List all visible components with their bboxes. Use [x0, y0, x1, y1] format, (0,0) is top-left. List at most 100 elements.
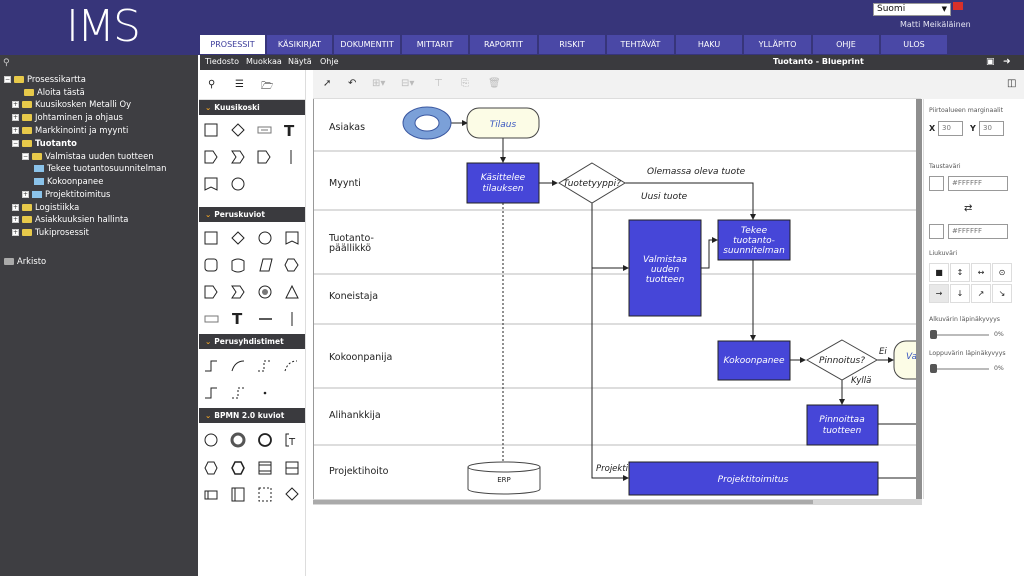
chevron-shape-icon — [204, 150, 218, 164]
start-opacity-knob[interactable] — [930, 330, 937, 339]
section-peruskuviot[interactable]: ⌄Peruskuviot — [199, 207, 305, 222]
save-icon[interactable]: ▣ — [986, 57, 995, 67]
expand-icon[interactable]: + — [12, 114, 19, 121]
tree-item-asiakkuuksien[interactable]: +Asiakkuuksien hallinta — [12, 213, 128, 225]
gradient-solid-icon[interactable]: ■ — [929, 263, 949, 282]
circle-shape-icon — [231, 177, 245, 191]
collapse-icon[interactable]: − — [4, 76, 11, 83]
diagram-canvas[interactable]: Asiakas Myynti Tuotanto-päällikkö Koneis… — [313, 99, 916, 499]
collapse-icon[interactable]: − — [22, 153, 29, 160]
format-paint-icon[interactable]: ⊤ — [434, 78, 443, 89]
tab-riskit[interactable]: RISKIT — [539, 35, 605, 54]
node-pinnoitus-label: Pinnoitus? — [819, 356, 865, 366]
collapse-icon[interactable]: − — [12, 140, 19, 147]
node-tekee — [717, 219, 791, 261]
tab-haku[interactable]: HAKU — [676, 35, 742, 54]
gradient-down-icon[interactable]: ↓ — [950, 284, 970, 303]
margin-x-input[interactable]: 30 — [938, 121, 963, 136]
tree-item-tuotanto[interactable]: −Tuotanto — [12, 137, 77, 149]
tree-item-arkisto[interactable]: Arkisto — [4, 255, 46, 267]
expand-icon[interactable]: + — [12, 216, 19, 223]
copy-icon[interactable]: ⎘ — [461, 78, 469, 89]
align-icon[interactable]: ⊞▾ — [372, 78, 386, 89]
pointer-icon[interactable]: ➚ — [323, 78, 332, 89]
tab-raportit[interactable]: RAPORTIT — [470, 35, 537, 54]
tab-prosessit[interactable]: PROSESSIT — [200, 35, 265, 54]
tree-item-logistiikka[interactable]: +Logistiikka — [12, 201, 79, 213]
gradient-up-right-icon[interactable]: ↗ — [971, 284, 991, 303]
connector-dashed-curve-icon — [284, 360, 298, 372]
folder-open-icon[interactable]: 🗁 — [261, 81, 274, 92]
tree-item-tekee[interactable]: Tekee tuotantosuunnitelman — [34, 162, 167, 174]
waypoint-icon — [263, 391, 267, 395]
gradient-horizontal-icon[interactable]: ↔ — [971, 263, 991, 282]
search-icon[interactable]: ⚲ — [208, 79, 216, 90]
tab-ulos[interactable]: ULOS — [881, 35, 947, 54]
tab-ohje[interactable]: OHJE — [813, 35, 879, 54]
start-event-icon — [204, 433, 218, 447]
tree-item-aloita-tasta[interactable]: Aloita tästä — [24, 86, 85, 98]
menu-tiedosto[interactable]: Tiedosto — [205, 57, 239, 66]
tree-item-tukiprosessit[interactable]: +Tukiprosessit — [12, 226, 89, 238]
delete-icon[interactable]: 🗑 — [488, 78, 501, 89]
panel-toggle-icon[interactable]: ◫ — [1007, 78, 1017, 89]
section-label: Peruskuviot — [214, 210, 265, 219]
gradient-radial-icon[interactable]: ⊙ — [992, 263, 1012, 282]
gradient-vertical-icon[interactable]: ↕ — [950, 263, 970, 282]
connector-icons — [205, 360, 298, 399]
tree-item-kokoonpanee[interactable]: Kokoonpanee — [34, 175, 103, 187]
section-perusyhdistimet[interactable]: ⌄Perusyhdistimet — [199, 334, 305, 349]
canvas-vertical-scrollbar[interactable] — [916, 99, 922, 499]
distribute-icon[interactable]: ⊟▾ — [401, 78, 415, 89]
tree-item-label: Johtaminen ja ohjaus — [35, 112, 123, 122]
expand-icon[interactable]: + — [22, 191, 29, 198]
bg-color-input[interactable]: #FFFFFF — [948, 176, 1008, 191]
section-kuusikoski[interactable]: ⌄Kuusikoski — [199, 100, 305, 115]
undo-icon[interactable]: ↶ — [348, 78, 357, 89]
list-icon[interactable]: ☰ — [235, 79, 244, 90]
radio-shape-icon — [258, 285, 272, 299]
expand-icon[interactable]: + — [12, 127, 19, 134]
expand-icon[interactable]: + — [12, 101, 19, 108]
menu-ohje[interactable]: Ohje — [320, 57, 339, 66]
canvas-horizontal-scroll-thumb[interactable] — [313, 500, 813, 504]
tree-item-kuusikosken[interactable]: +Kuusikosken Metalli Oy — [12, 98, 131, 110]
tree-item-prosessikartta[interactable]: −Prosessikartta — [4, 73, 86, 85]
expand-icon[interactable]: + — [12, 204, 19, 211]
margin-y-input[interactable]: 30 — [979, 121, 1004, 136]
document-shape-icon — [285, 231, 299, 245]
menu-muokkaa[interactable]: Muokkaa — [246, 57, 282, 66]
tab-mittarit[interactable]: MITTARIT — [402, 35, 468, 54]
tab-yllapito[interactable]: YLLÄPITO — [744, 35, 811, 54]
tab-dokumentit[interactable]: DOKUMENTIT — [334, 35, 400, 54]
exit-icon[interactable]: ➜ — [1003, 57, 1011, 67]
blueprint-diagram[interactable]: Asiakas Myynti Tuotanto-päällikkö Koneis… — [314, 99, 916, 499]
bg-color-swatch[interactable] — [929, 176, 944, 191]
binoculars-icon[interactable]: ⚲ — [3, 58, 10, 68]
flag-icon[interactable] — [953, 2, 963, 10]
tree-item-label: Arkisto — [17, 256, 47, 266]
tree-item-johtaminen[interactable]: + Johtaminen ja ohjaus — [12, 111, 123, 123]
edge-valmistaa-tekee — [701, 237, 718, 269]
tree-item-projektitoimitus[interactable]: +Projektitoimitus — [22, 188, 110, 200]
bg-color2-input[interactable]: #FFFFFF — [948, 224, 1008, 239]
language-select[interactable]: Suomi ▼ — [873, 3, 951, 16]
bg-color2-swatch[interactable] — [929, 224, 944, 239]
tree-item-valmistaa[interactable]: −Valmistaa uuden tuotteen — [22, 150, 154, 162]
swap-colors-icon[interactable]: ⇄ — [964, 203, 973, 214]
tab-kasikirjat[interactable]: KÄSIKIRJAT — [267, 35, 332, 54]
user-name[interactable]: Matti Meikäläinen — [900, 20, 971, 29]
gradient-right-icon[interactable]: → — [929, 284, 949, 303]
tree-item-markkinointi[interactable]: +Markkinointi ja myynti — [12, 124, 128, 136]
lane-label-tuotantopaallikko: Tuotanto-päällikkö — [328, 233, 374, 254]
end-opacity-slider[interactable] — [932, 368, 989, 370]
menu-nayta[interactable]: Näytä — [288, 57, 312, 66]
gateway-bold-icon — [231, 461, 245, 475]
gradient-down-right-icon[interactable]: ↘ — [992, 284, 1012, 303]
tab-tehtavat[interactable]: TEHTÄVÄT — [607, 35, 674, 54]
ims-logo[interactable]: IMS — [66, 1, 141, 52]
end-opacity-knob[interactable] — [930, 364, 937, 373]
start-opacity-slider[interactable] — [932, 334, 989, 336]
expand-icon[interactable]: + — [12, 229, 19, 236]
section-bpmn[interactable]: ⌄BPMN 2.0 kuviot — [199, 408, 305, 423]
